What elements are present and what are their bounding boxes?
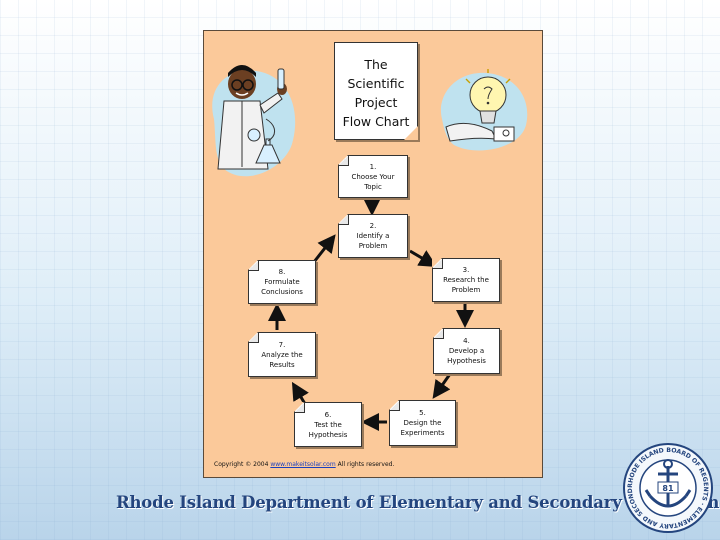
step-label-line: Problem	[358, 242, 388, 250]
step-number: 7.	[278, 340, 286, 349]
anchor-seal-icon: RHODE ISLAND BOARD OF REGENTS · ELEMENTA…	[620, 440, 713, 533]
step-label-line: Formulate	[264, 278, 300, 286]
step-number: 3.	[462, 266, 470, 274]
step-number: 4.	[463, 337, 470, 345]
step-card-4: 4. Develop a Hypothesis	[433, 328, 500, 374]
step-label-line: Problem	[451, 286, 481, 294]
seal-digits: 81	[662, 484, 674, 493]
title-line: Project	[354, 95, 398, 110]
step-label-line: Hypothesis	[308, 430, 348, 439]
step-card-6: 6. Test the Hypothesis	[294, 402, 362, 447]
title-line: Flow Chart	[342, 114, 410, 129]
step-label-line: Test the	[314, 420, 342, 429]
scientist-illustration	[212, 65, 296, 177]
step-label-line: Identify a	[356, 232, 390, 240]
copyright-suffix: All rights reserved.	[337, 461, 395, 468]
step-number: 5.	[419, 409, 426, 417]
step-card-1: 1. Choose Your Topic	[338, 155, 408, 198]
title-line: Scientific	[347, 76, 405, 91]
step-label-line: Hypothesis	[447, 357, 486, 365]
organization-title: Rhode Island Department of Elementary an…	[116, 493, 720, 512]
step-card-2: 2. Identify a Problem	[338, 214, 408, 258]
step-label-line: Design the	[403, 419, 442, 427]
step-label-line: Topic	[364, 182, 382, 191]
flow-chart-poster: The Scientific Project Flow Chart 1. Cho…	[203, 30, 543, 478]
step-number: 8.	[278, 268, 286, 276]
step-label-line: Choose Your	[351, 172, 395, 181]
step-label-line: Conclusions	[261, 288, 303, 296]
step-label-line: Experiments	[400, 429, 445, 437]
step-card-8: 8. Formulate Conclusions	[248, 260, 316, 304]
step-card-5: 5. Design the Experiments	[389, 400, 456, 446]
flow-chart-title-card: The Scientific Project Flow Chart	[334, 42, 418, 140]
step-label-line: Results	[269, 360, 295, 369]
copyright-prefix: Copyright © 2004	[214, 461, 269, 468]
step-number: 1.	[369, 162, 377, 171]
arrow-2-to-3	[409, 249, 438, 268]
copyright-link[interactable]: www.makeitsolar.com	[270, 461, 336, 468]
step-number: 2.	[369, 222, 377, 230]
step-label-line: Research the	[443, 276, 489, 284]
step-label-line: Develop a	[448, 347, 485, 355]
lightbulb-idea-illustration	[440, 69, 528, 151]
step-card-7: 7. Analyze the Results	[248, 332, 316, 377]
step-number: 6.	[324, 410, 332, 419]
arrow-8-to-2	[312, 234, 336, 263]
copyright-notice: Copyright © 2004 www.makeitsolar.com All…	[214, 461, 394, 468]
step-card-3: 3. Research the Problem	[432, 258, 500, 302]
step-label-line: Analyze the	[261, 350, 303, 359]
title-line: The	[364, 57, 388, 72]
arrow-4-to-5	[432, 373, 452, 399]
